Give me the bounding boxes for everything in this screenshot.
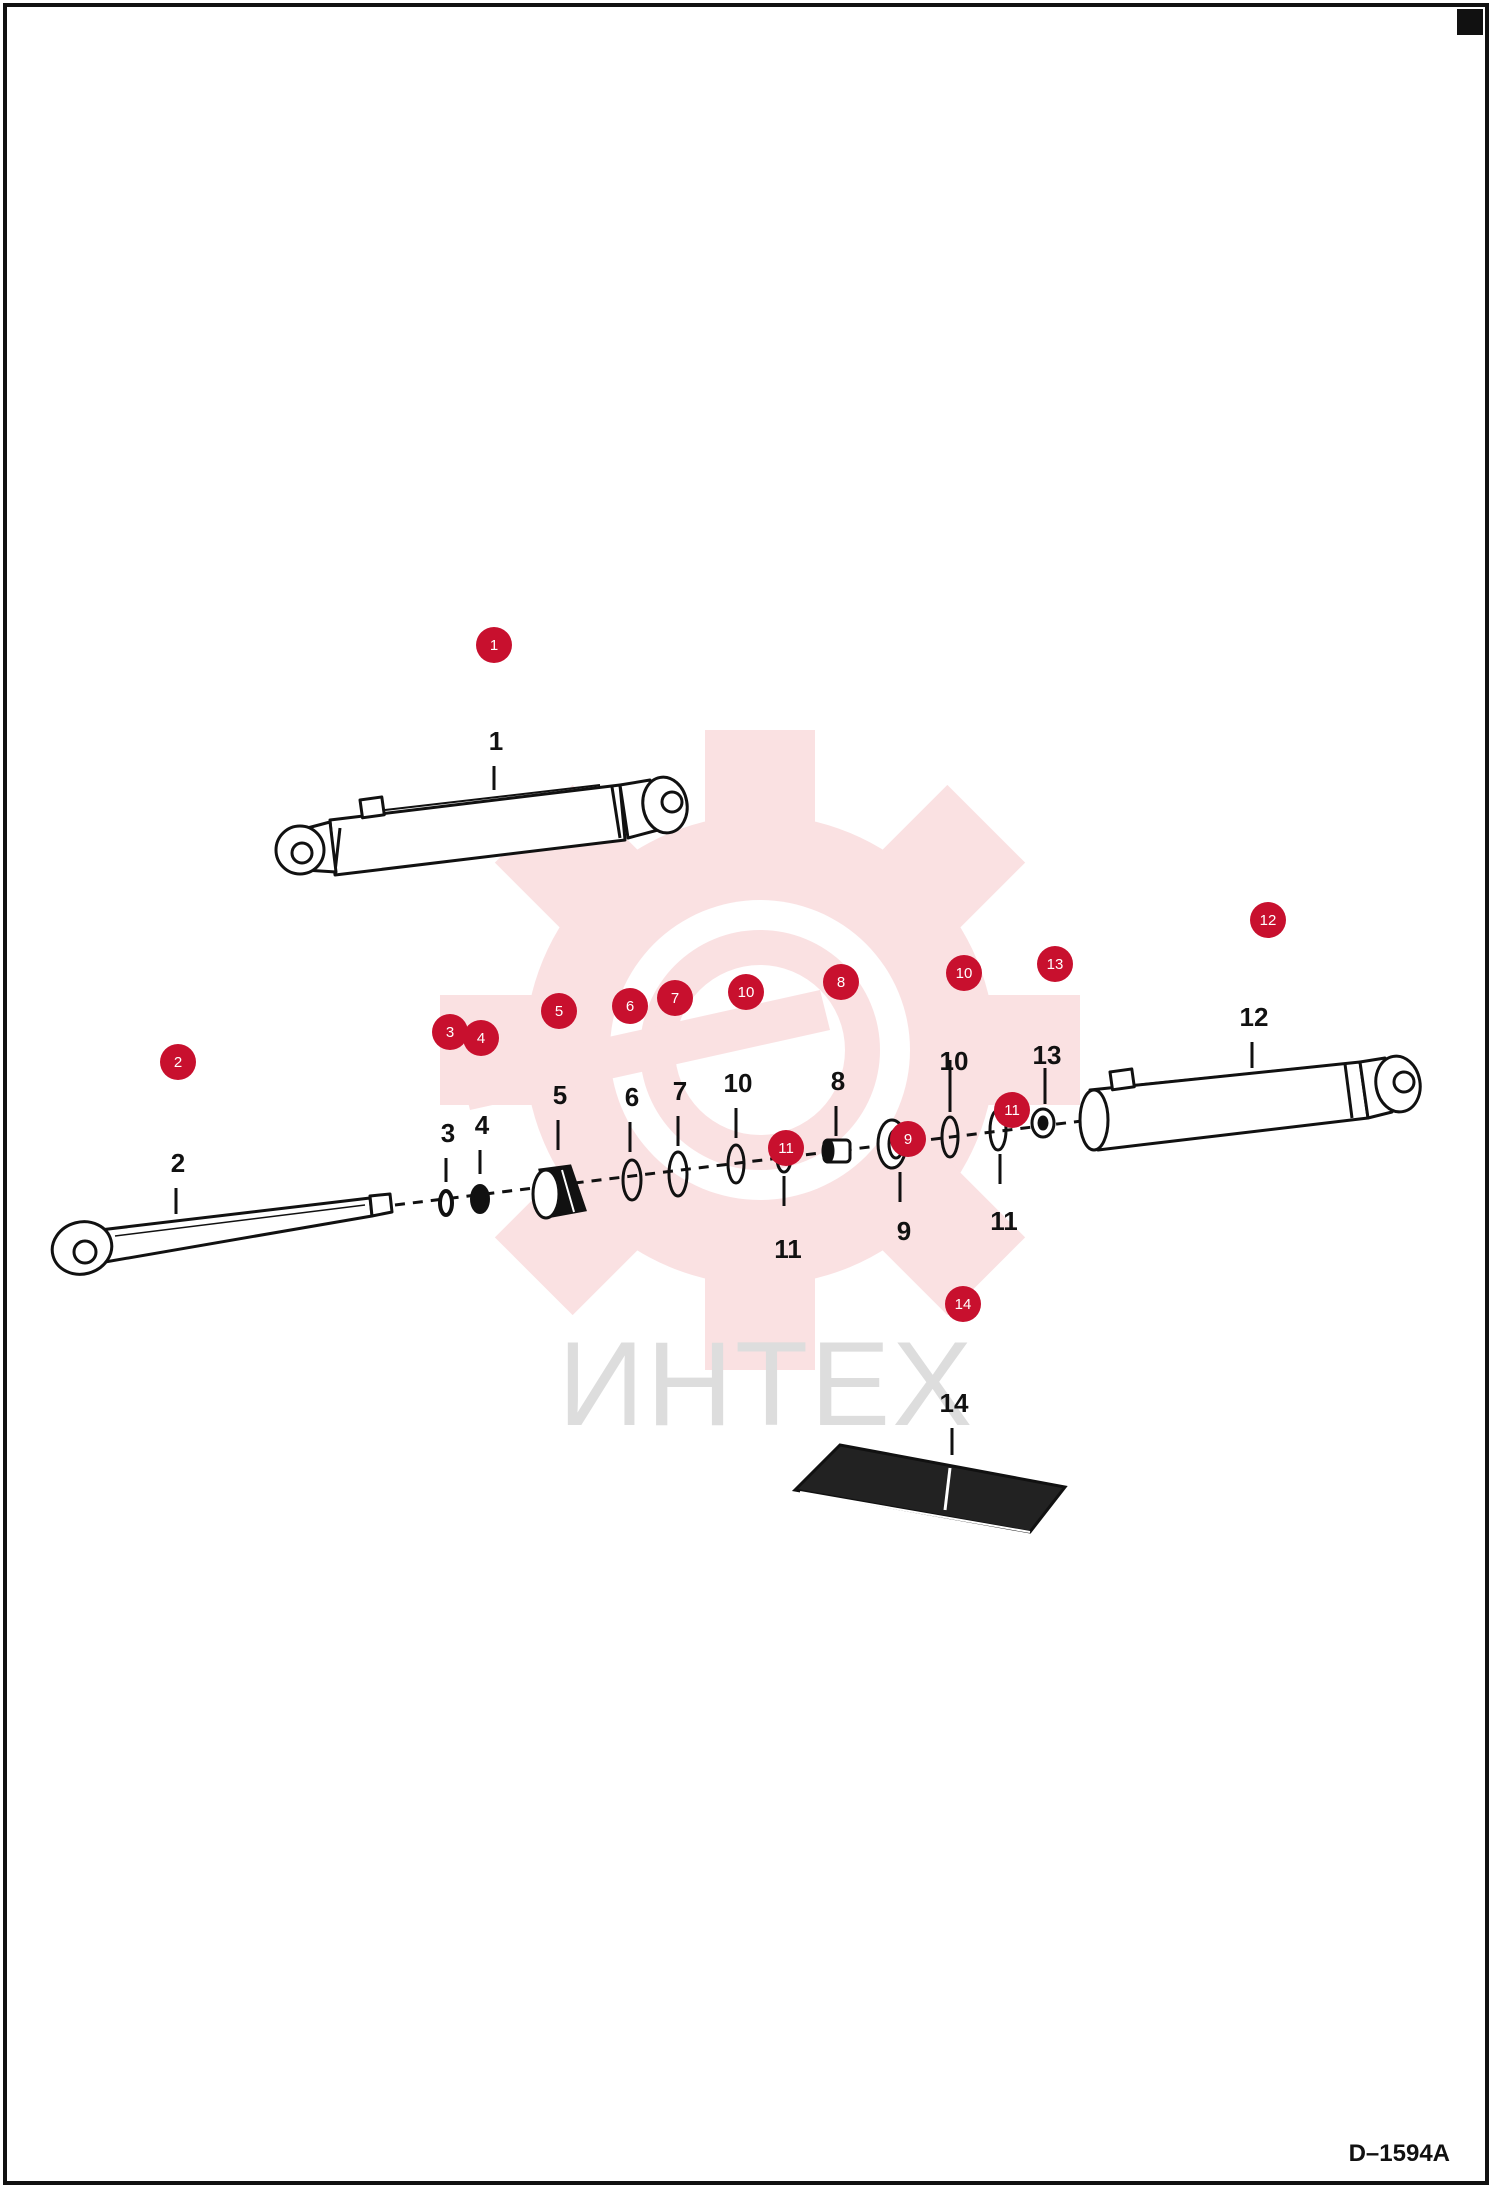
label-part-9: 9 xyxy=(897,1216,911,1246)
label-part-2: 2 xyxy=(171,1148,185,1178)
svg-text:6: 6 xyxy=(626,998,634,1015)
svg-text:11: 11 xyxy=(778,1140,794,1157)
hotspot-part-9[interactable]: 9 xyxy=(890,1121,926,1157)
label-part-12: 12 xyxy=(1240,1002,1269,1032)
part-7-seal xyxy=(667,1150,689,1198)
svg-text:5: 5 xyxy=(555,1003,563,1020)
svg-text:2: 2 xyxy=(174,1054,182,1071)
leader-lines xyxy=(174,766,1254,1455)
hotspot-part-7[interactable]: 7 xyxy=(657,980,693,1016)
hotspot-part-10-left[interactable]: 10 xyxy=(728,974,764,1010)
hotspot-part-12[interactable]: 12 xyxy=(1250,902,1286,938)
part-number-labels: 1 2 3 4 5 6 7 10 8 10 13 12 11 9 11 14 xyxy=(171,726,1269,1418)
label-part-1: 1 xyxy=(489,726,503,756)
hotspot-part-1[interactable]: 1 xyxy=(476,627,512,663)
svg-text:3: 3 xyxy=(446,1024,454,1041)
hotspot-part-11-right[interactable]: 11 xyxy=(994,1092,1030,1128)
label-part-4: 4 xyxy=(475,1110,490,1140)
label-part-7: 7 xyxy=(673,1076,687,1106)
hotspot-part-3[interactable]: 3 xyxy=(432,1014,468,1050)
svg-text:9: 9 xyxy=(904,1131,912,1148)
label-part-13: 13 xyxy=(1033,1040,1062,1070)
part-1-cylinder-assembly xyxy=(274,775,689,877)
part-6-seal xyxy=(621,1158,643,1202)
label-part-5: 5 xyxy=(553,1080,567,1110)
svg-text:13: 13 xyxy=(1047,956,1064,973)
label-part-14: 14 xyxy=(940,1388,969,1418)
svg-text:1: 1 xyxy=(490,637,498,654)
part-13-nut xyxy=(1030,1107,1056,1139)
label-part-11-right: 11 xyxy=(990,1206,1018,1236)
hotspot-part-2[interactable]: 2 xyxy=(160,1044,196,1080)
watermark-text: ИНТЕХ xyxy=(558,1317,974,1451)
hotspot-part-14[interactable]: 14 xyxy=(945,1286,981,1322)
part-12-barrel xyxy=(1078,1054,1422,1152)
svg-text:12: 12 xyxy=(1260,912,1277,929)
hotspot-part-6[interactable]: 6 xyxy=(612,988,648,1024)
label-part-10-left: 10 xyxy=(724,1068,753,1098)
svg-text:8: 8 xyxy=(837,974,845,991)
svg-text:10: 10 xyxy=(956,965,973,982)
part-3-ring xyxy=(438,1189,454,1217)
svg-text:11: 11 xyxy=(1004,1102,1020,1119)
part-10-seal-right xyxy=(940,1115,960,1159)
label-part-11-left: 11 xyxy=(774,1234,802,1264)
drawing-code: D–1594A xyxy=(1348,2140,1450,2167)
part-2-rod xyxy=(50,1192,394,1276)
hotspot-part-13[interactable]: 13 xyxy=(1037,946,1073,982)
label-part-6: 6 xyxy=(625,1082,639,1112)
hotspot-part-4[interactable]: 4 xyxy=(463,1020,499,1056)
part-4-ring xyxy=(470,1184,490,1214)
drawing-frame xyxy=(3,3,1489,2185)
label-part-3: 3 xyxy=(441,1118,455,1148)
part-8-bushing xyxy=(821,1138,852,1164)
frame-corner-mark xyxy=(1457,9,1483,35)
svg-text:7: 7 xyxy=(671,990,679,1007)
hotspot-part-8[interactable]: 8 xyxy=(823,964,859,1000)
part-14-seal-kit xyxy=(791,1443,1068,1534)
hotspot-markers: 1 2 3 4 5 6 7 10 8 10 13 xyxy=(160,627,1286,1322)
hotspot-part-10-right[interactable]: 10 xyxy=(946,955,982,991)
hotspot-part-11-left[interactable]: 11 xyxy=(768,1130,804,1166)
hotspot-part-5[interactable]: 5 xyxy=(541,993,577,1029)
svg-text:14: 14 xyxy=(955,1296,972,1313)
svg-text:4: 4 xyxy=(477,1030,485,1047)
svg-text:10: 10 xyxy=(738,984,755,1001)
label-part-8: 8 xyxy=(831,1066,845,1096)
label-part-10-right: 10 xyxy=(940,1046,969,1076)
part-10-seal-left xyxy=(726,1143,746,1185)
part-5-piston xyxy=(531,1164,587,1220)
